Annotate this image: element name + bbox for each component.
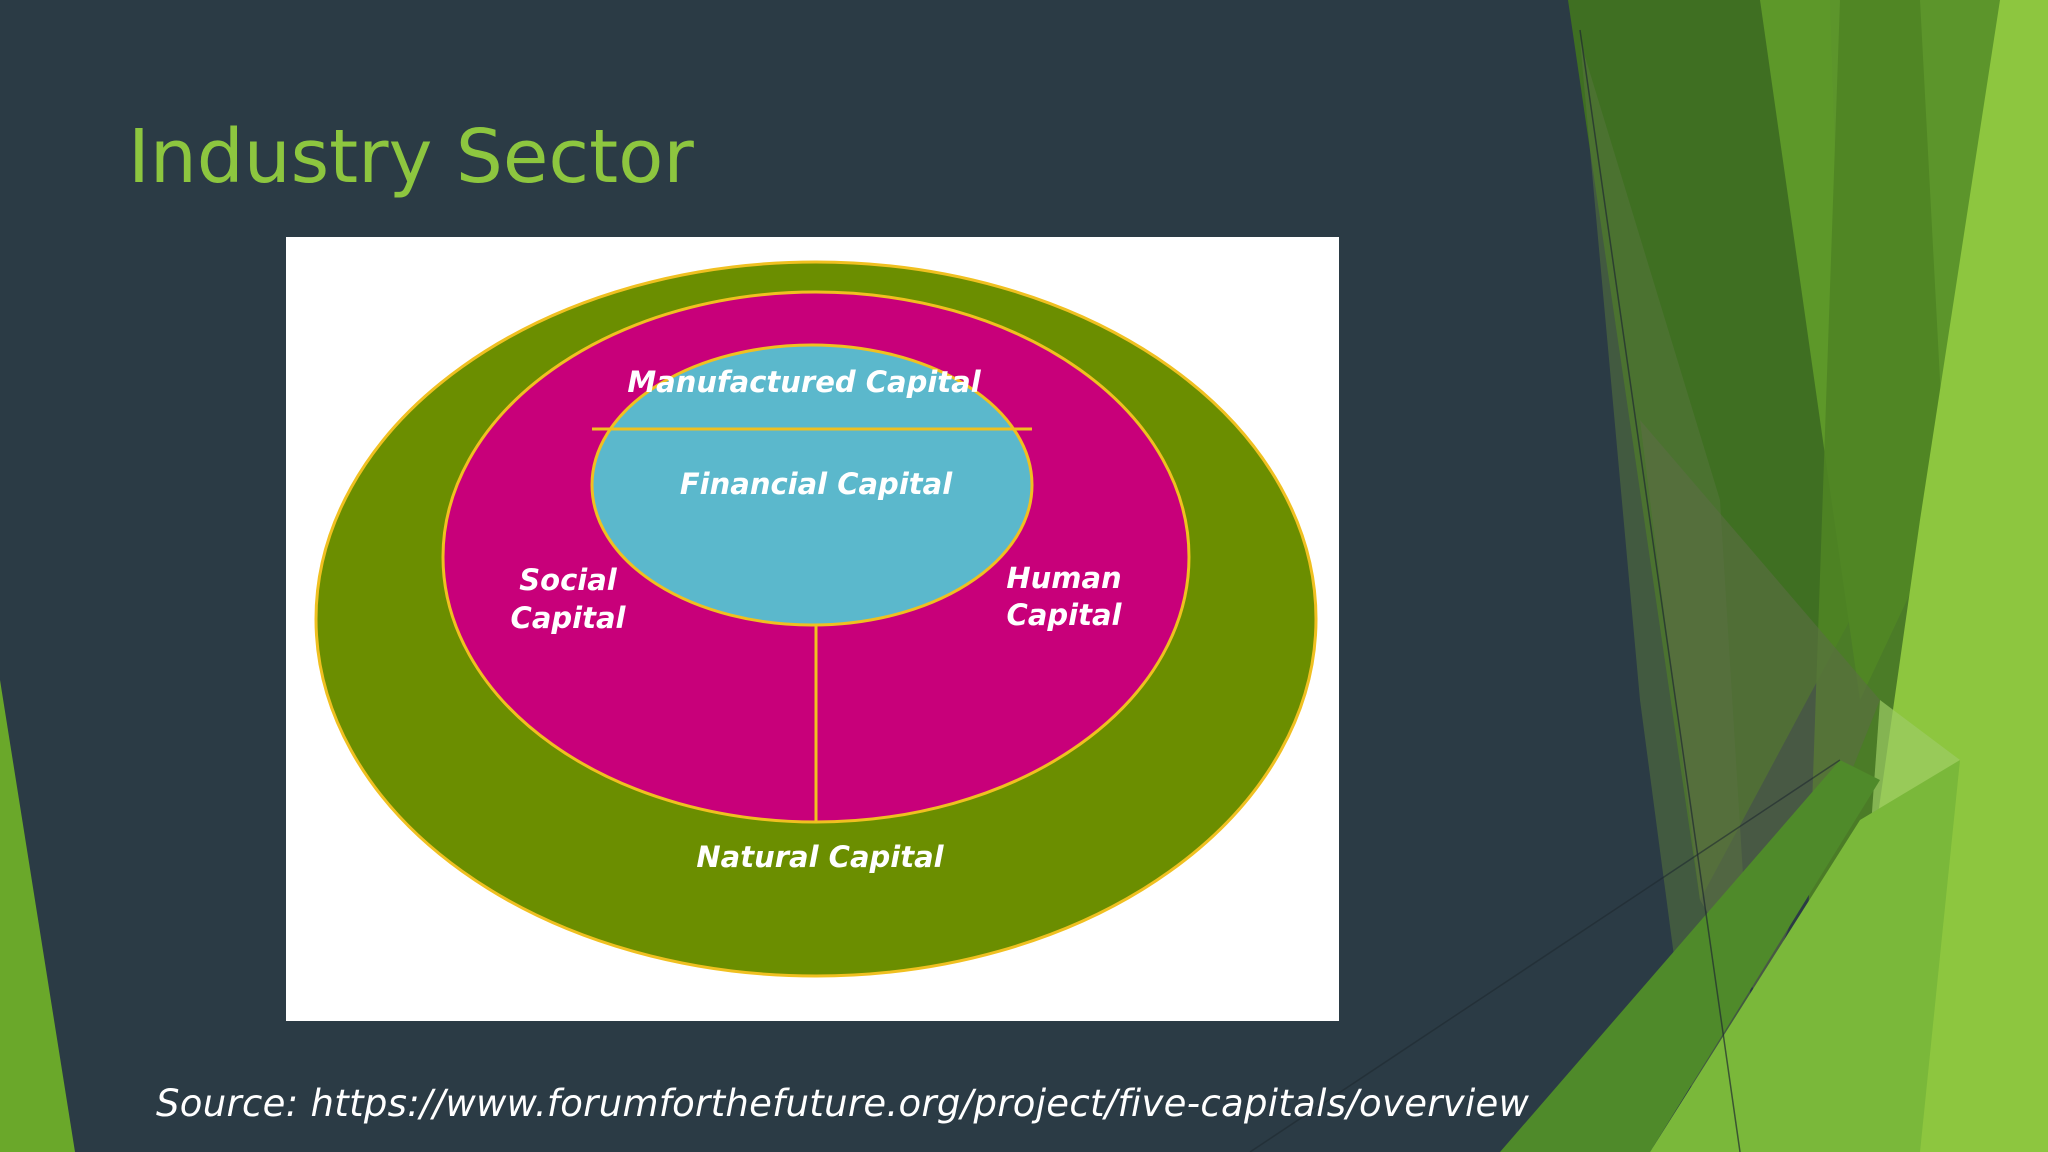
social-capital-label-line2: Capital	[511, 601, 627, 635]
decor-shape	[1500, 760, 1880, 1152]
decor-shape	[1650, 760, 1960, 1152]
five-capitals-diagram: Manufactured Capital Financial Capital S…	[286, 237, 1339, 1021]
source-citation: Source: https://www.forumforthefuture.or…	[156, 1082, 1530, 1125]
slide-title: Industry Sector	[128, 114, 694, 200]
natural-capital-label: Natural Capital	[696, 840, 944, 874]
decor-line	[1579, 29, 1741, 1152]
financial-capital-label: Financial Capital	[680, 467, 953, 501]
decor-shape	[1640, 420, 1880, 1000]
decor-line	[1249, 759, 1841, 1152]
social-capital-label-line1: Social	[519, 563, 618, 597]
human-capital-label-line1: Human	[1006, 561, 1121, 595]
manufactured-financial-ellipse	[590, 343, 1034, 627]
decor-shape	[0, 680, 75, 1152]
human-capital-label-line2: Capital	[1007, 598, 1123, 632]
manufactured-capital-label: Manufactured Capital	[627, 365, 981, 399]
